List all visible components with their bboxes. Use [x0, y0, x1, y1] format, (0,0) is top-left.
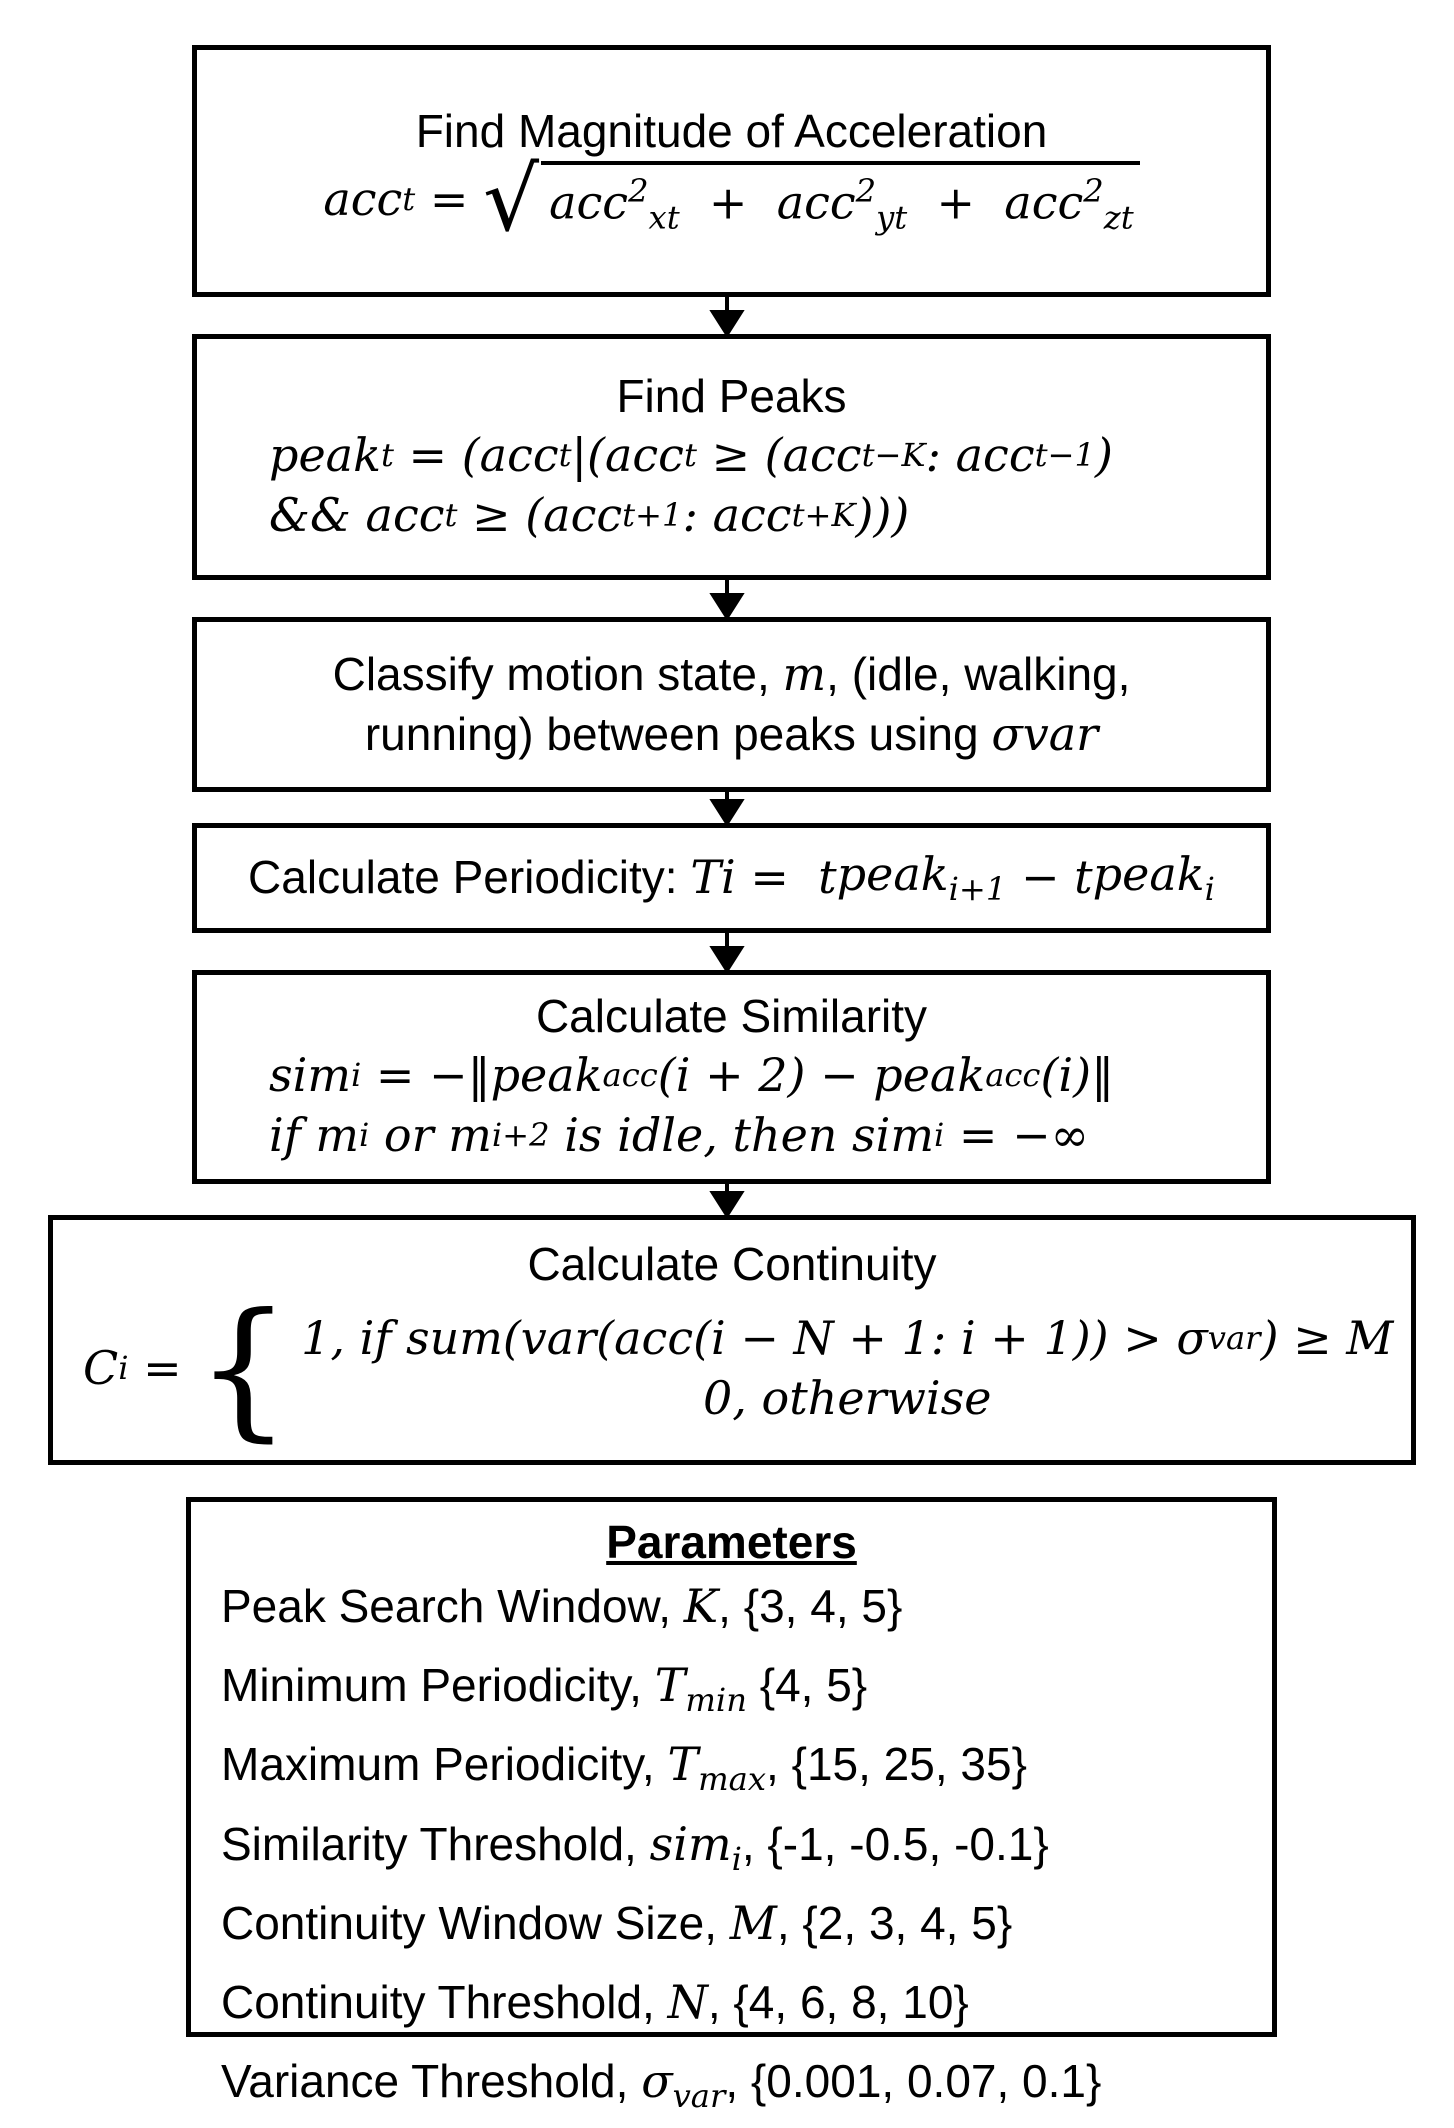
continuity-cases: 1, if sum(var(acc(i − N + 1: i + 1)) > σ… — [301, 1309, 1393, 1429]
parameter-item: Minimum Periodicity, Tmin {4, 5} — [221, 1658, 868, 1720]
sqrt-symbol: √ acc2xt + acc2yt + acc2zt — [483, 156, 1140, 244]
step-classify-box: Classify motion state, m, (idle, walking… — [192, 617, 1271, 792]
parameters-box: Parameters Peak Search Window, K, {3, 4,… — [186, 1497, 1277, 2115]
cases-brace: { — [195, 1281, 292, 1456]
case-2: 0, otherwise — [703, 1370, 992, 1425]
step-similarity-title: Calculate Similarity — [535, 990, 928, 1043]
parameters-list: Peak Search Window, K, {3, 4, 5} Minimum … — [221, 1574, 1101, 2128]
flow-arrows — [709, 297, 745, 1219]
arrowhead-5 — [709, 1191, 745, 1219]
step-continuity-title: Calculate Continuity — [527, 1238, 937, 1291]
step-magnitude-title: Find Magnitude of Acceleration — [415, 104, 1048, 157]
case-1: 1, if sum(var(acc(i − N + 1: i + 1)) > σ… — [301, 1310, 1394, 1365]
parameters-title: Parameters — [606, 1516, 857, 1568]
arrowhead-1 — [709, 310, 745, 338]
parameter-item: Peak Search Window, K, {3, 4, 5} — [221, 1579, 903, 1633]
arrowhead-4 — [709, 946, 745, 974]
parameter-item: Similarity Threshold, simi, {-1, -0.5, -… — [221, 1816, 1049, 1878]
classify-line1: Classify motion state, m, (idle, walking… — [332, 646, 1131, 701]
step-peaks-title: Find Peaks — [616, 370, 847, 423]
parameter-item: Variance Threshold, σvar, {0.001, 0.07, … — [221, 2054, 1102, 2116]
parameter-item: Maximum Periodicity, Tmax, {15, 25, 35} — [221, 1737, 1027, 1799]
parameter-item: Continuity Window Size, M, {2, 3, 4, 5} — [221, 1895, 1013, 1950]
parameter-item: Continuity Threshold, N, {4, 6, 8, 10} — [221, 1974, 969, 2029]
arrowhead-2 — [709, 593, 745, 621]
radicand: acc2xt + acc2yt + acc2zt — [541, 160, 1140, 239]
arrowhead-3 — [709, 799, 745, 827]
